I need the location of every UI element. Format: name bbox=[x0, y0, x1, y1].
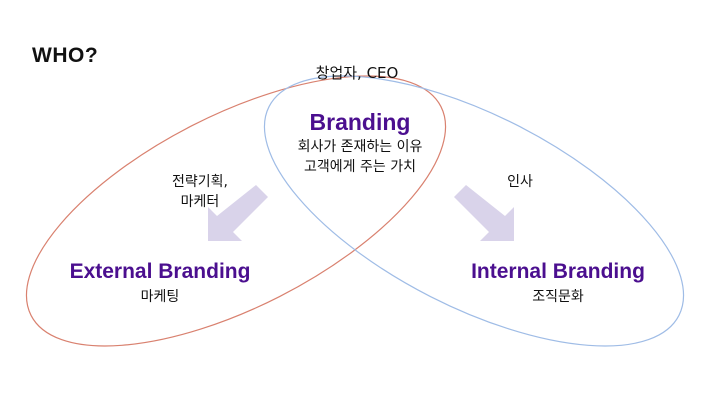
marketer-label: 마케터 bbox=[180, 194, 220, 210]
external-branding-ellipse bbox=[25, 75, 447, 347]
external-branding-title: External Branding bbox=[69, 260, 251, 283]
page-heading: WHO? bbox=[32, 44, 99, 67]
org-culture-label: 조직문화 bbox=[532, 289, 584, 305]
branding-purpose-line: 회사가 존재하는 이유 bbox=[297, 139, 423, 155]
arrow-down-right-icon bbox=[454, 185, 514, 241]
branding-title: Branding bbox=[309, 109, 411, 135]
branding-value-line: 고객에게 주는 가치 bbox=[304, 159, 416, 175]
internal-branding-title: Internal Branding bbox=[471, 260, 645, 283]
founder-ceo-label: 창업자, CEO bbox=[315, 64, 399, 82]
hr-label: 인사 bbox=[507, 174, 533, 190]
arrow-down-left-icon bbox=[208, 185, 268, 241]
marketing-label: 마케팅 bbox=[140, 289, 180, 305]
strategy-planning-label: 전략기획, bbox=[172, 174, 228, 190]
internal-branding-ellipse bbox=[263, 75, 685, 347]
